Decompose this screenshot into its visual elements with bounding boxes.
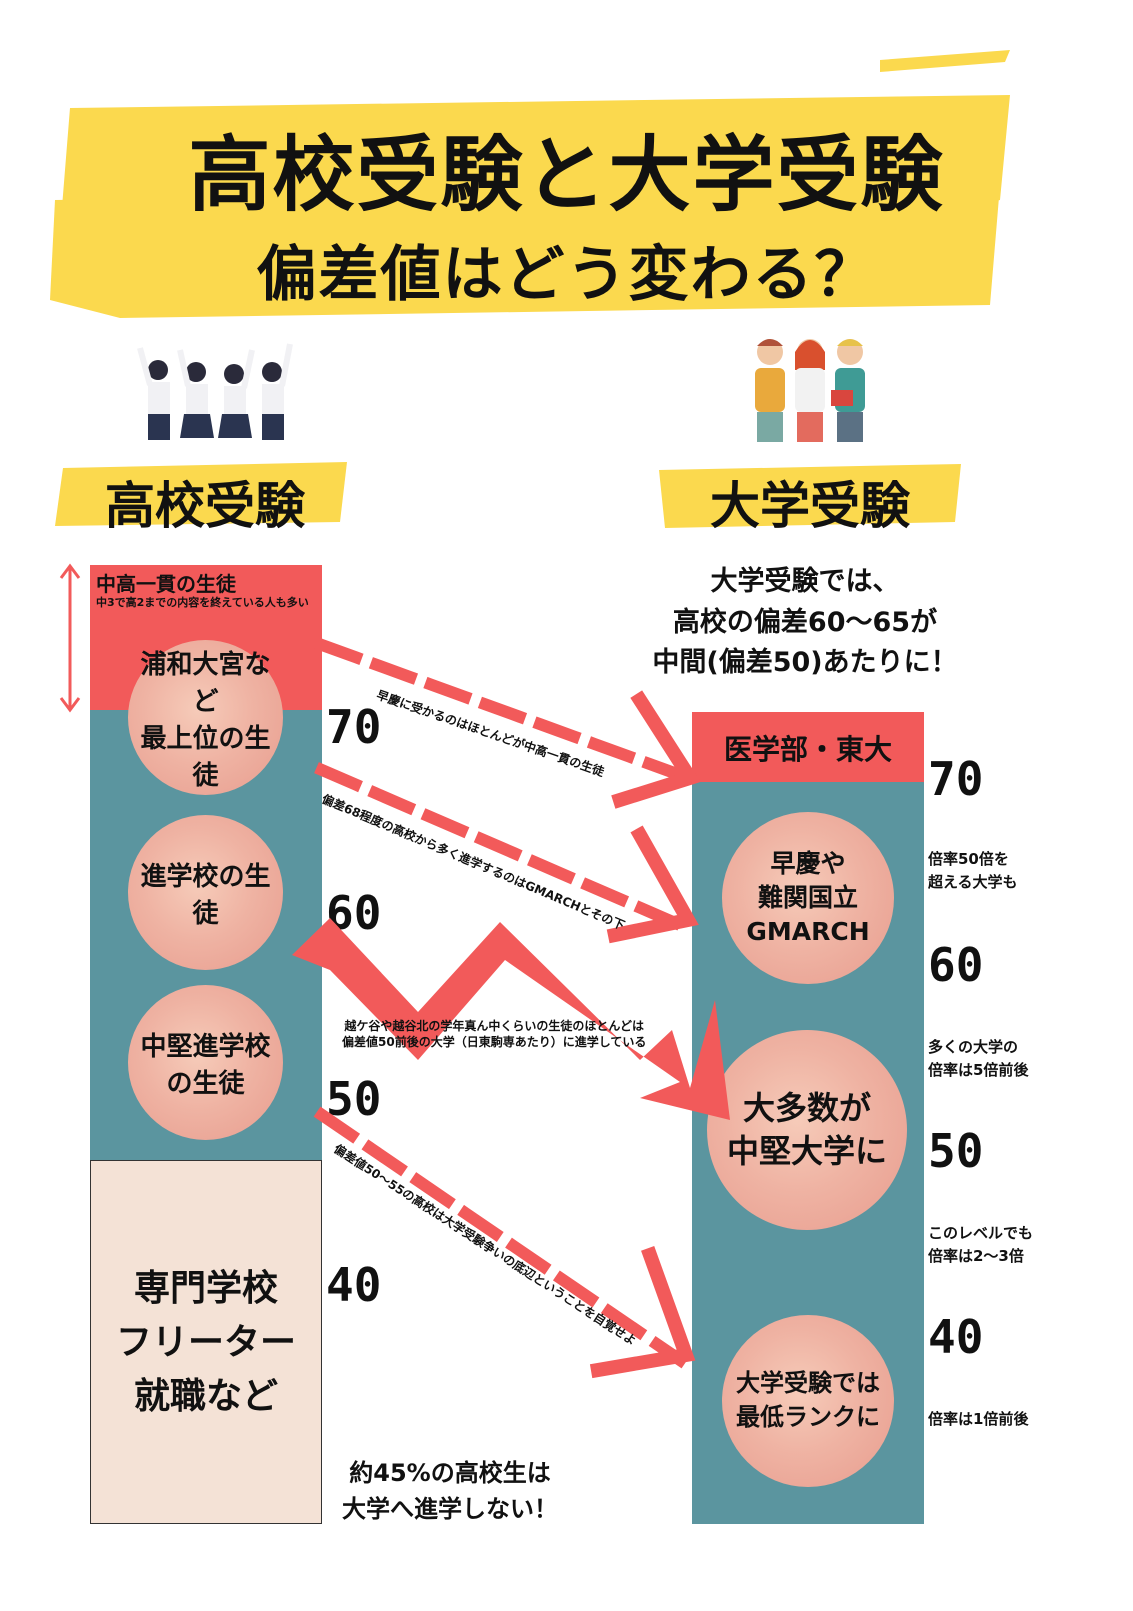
hs-top-block-sub: 中3で高2までの内容を終えている人も多い: [96, 596, 309, 609]
university-intro-text: 大学受験では、 高校の偏差60〜65が 中間(偏差50)あたりに！: [652, 566, 958, 678]
arrow-zigzag-main: [292, 918, 730, 1120]
univ-side-note-4: 倍率は1倍前後: [928, 1410, 1029, 1428]
univ-top-block: [692, 712, 924, 782]
high-school-section-label: 高校受験: [105, 477, 305, 535]
hs-bottom-block: [90, 1160, 322, 1524]
univ-top-block-title: 医学部・東大: [723, 733, 892, 766]
university-students-icon: [755, 339, 865, 442]
hs-top-block-title: 中高一貫の生徒: [96, 572, 236, 596]
hs-bottom-block-label: 専門学校 フリーター 就職など: [115, 1268, 296, 1417]
univ-tick-70: 70: [928, 752, 984, 806]
hs-tick-40: 40: [326, 1258, 382, 1312]
hs-footer-note: 約45%の高校生は 大学へ進学しない！: [342, 1459, 558, 1523]
cheering-students-icon: [137, 343, 293, 440]
univ-side-note-3: このレベルでも 倍率は2〜3倍: [928, 1224, 1034, 1265]
arrow-label-3: 越ケ谷や越谷北の学年真ん中くらいの生徒のほとんどは 偏差値50前後の大学（日東駒…: [342, 1019, 647, 1050]
univ-circle-bottom: 大学受験では 最低ランクに: [722, 1315, 894, 1487]
hs-circle-lower: 中堅進学校 の生徒: [128, 985, 283, 1140]
title-brush-background: [50, 50, 1010, 318]
hs-tick-70: 70: [326, 700, 382, 754]
university-section-label: 大学受験: [710, 477, 910, 535]
univ-tick-50: 50: [928, 1124, 984, 1178]
univ-circle-middle: 大多数が 中堅大学に: [707, 1030, 907, 1230]
hs-circle-middle: 進学校の生徒: [128, 815, 283, 970]
univ-side-note-2: 多くの大学の 倍率は5倍前後: [928, 1038, 1029, 1079]
title-line-1: 高校受験と大学受験: [188, 128, 945, 223]
hs-circle-top: 浦和大宮など 最上位の生徒: [128, 640, 283, 795]
hs-label-brush: [55, 462, 347, 526]
univ-tick-40: 40: [928, 1310, 984, 1364]
arrow-dashed-top: [314, 637, 688, 783]
univ-label-brush: [659, 464, 961, 528]
univ-side-note-1: 倍率50倍を 超える大学も: [928, 850, 1018, 891]
range-double-arrow-icon: [59, 563, 81, 713]
arrow-dashed-second: [314, 762, 688, 933]
univ-circle-top: 早慶や 難関国立 GMARCH: [722, 812, 894, 984]
title-line-2: 偏差値はどう変わる？: [256, 240, 877, 310]
univ-tick-60: 60: [928, 938, 984, 992]
arrow-dashed-bottom: [313, 1106, 689, 1369]
